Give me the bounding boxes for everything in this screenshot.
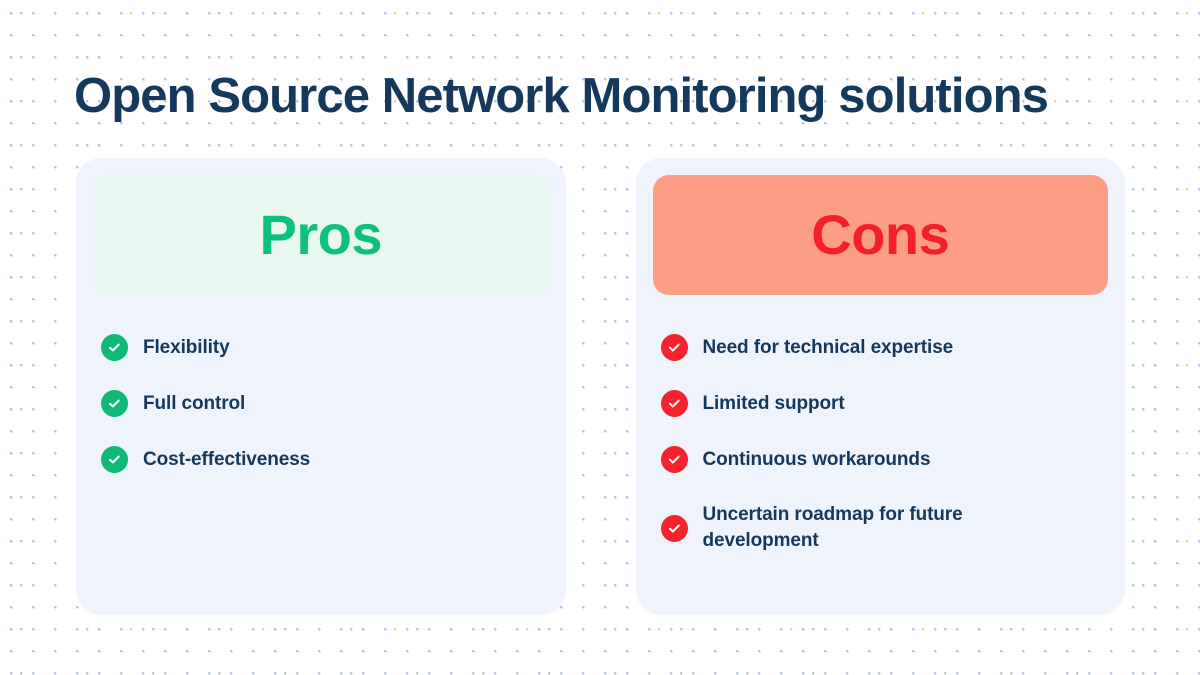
cons-card: Cons Need for technical expertise bbox=[635, 158, 1125, 614]
list-item-label: Need for technical expertise bbox=[702, 336, 954, 358]
cons-header: Cons bbox=[652, 175, 1108, 295]
list-item-label: Flexibility bbox=[143, 336, 230, 358]
list-item-label: Continuous workarounds bbox=[702, 448, 931, 470]
list-item[interactable]: Full control bbox=[101, 390, 543, 417]
page-title: Open Source Network Monitoring solutions bbox=[74, 69, 1049, 123]
pros-header: Pros bbox=[93, 175, 549, 295]
cons-header-label: Cons bbox=[811, 203, 950, 266]
list-item[interactable]: Need for technical expertise bbox=[660, 334, 1103, 361]
list-item-label: Cost-effectiveness bbox=[143, 448, 311, 470]
list-item[interactable]: Continuous workarounds bbox=[660, 446, 1103, 473]
check-circle-red-icon bbox=[660, 514, 688, 542]
check-circle-red-icon bbox=[660, 446, 688, 473]
list-item[interactable]: Uncertain roadmap for future development bbox=[660, 502, 1103, 554]
cons-list: Need for technical expertise Limited sup… bbox=[653, 334, 1109, 554]
list-item[interactable]: Flexibility bbox=[101, 334, 543, 361]
check-circle-green-icon bbox=[101, 446, 128, 473]
pros-header-label: Pros bbox=[259, 203, 383, 266]
check-circle-red-icon bbox=[660, 334, 688, 361]
check-circle-green-icon bbox=[101, 390, 128, 417]
list-item-label: Full control bbox=[143, 392, 246, 414]
list-item-label: Limited support bbox=[702, 392, 845, 414]
list-item[interactable]: Limited support bbox=[660, 390, 1103, 417]
pros-card: Pros Flexibility bbox=[76, 158, 566, 614]
list-item-label: Uncertain roadmap for future development bbox=[702, 504, 963, 551]
check-circle-red-icon bbox=[660, 390, 688, 417]
check-circle-green-icon bbox=[101, 334, 128, 361]
pros-cons-columns: Pros Flexibility bbox=[76, 158, 1125, 614]
pros-list: Flexibility Full control bbox=[93, 334, 549, 473]
list-item[interactable]: Cost-effectiveness bbox=[101, 446, 543, 473]
